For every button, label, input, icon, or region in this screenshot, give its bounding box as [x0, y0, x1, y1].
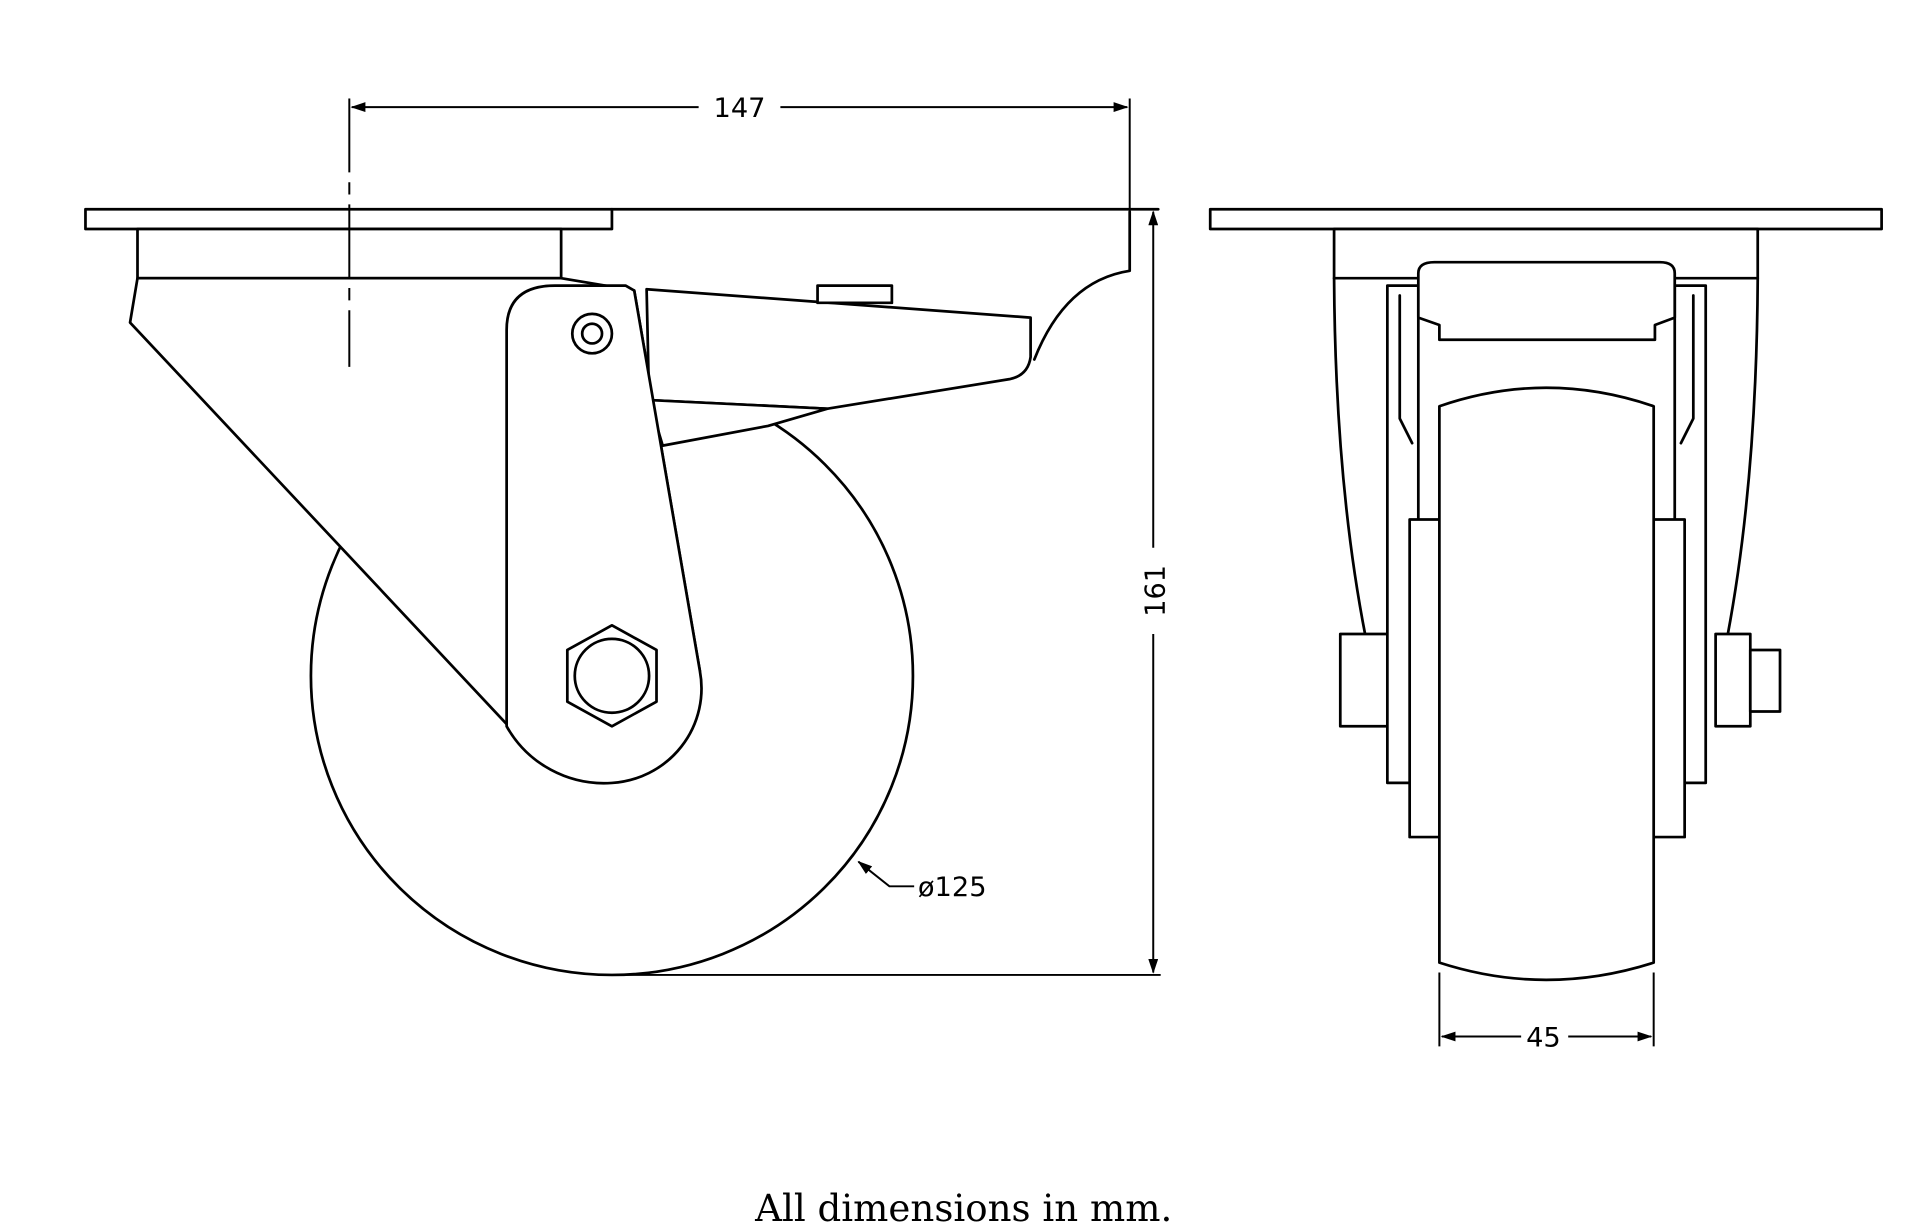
- caption: All dimensions in mm.: [754, 1187, 1172, 1230]
- brake-shoe: [1416, 260, 1677, 342]
- dimension-wheel-width-label: 45: [1526, 1022, 1561, 1053]
- front-view: 45: [1208, 207, 1883, 1053]
- pivot-rivet: [570, 312, 614, 355]
- dimension-height-label: 161: [1140, 565, 1171, 617]
- wheel-front: [1438, 386, 1656, 982]
- axle-nut-left: [1338, 632, 1389, 728]
- dimension-diameter-label: ø125: [918, 872, 987, 903]
- brake-lever: [645, 287, 1032, 411]
- axle-hex-nut: [565, 623, 658, 728]
- axle-nut-right: [1714, 632, 1752, 728]
- dimension-width-label: 147: [714, 93, 766, 124]
- fork-housing: [1332, 276, 1760, 654]
- brake-clip: [816, 284, 894, 305]
- top-plate-front: [1208, 207, 1883, 231]
- side-view: 147 161 ø125: [84, 93, 1171, 977]
- brake-spring: [1032, 210, 1132, 361]
